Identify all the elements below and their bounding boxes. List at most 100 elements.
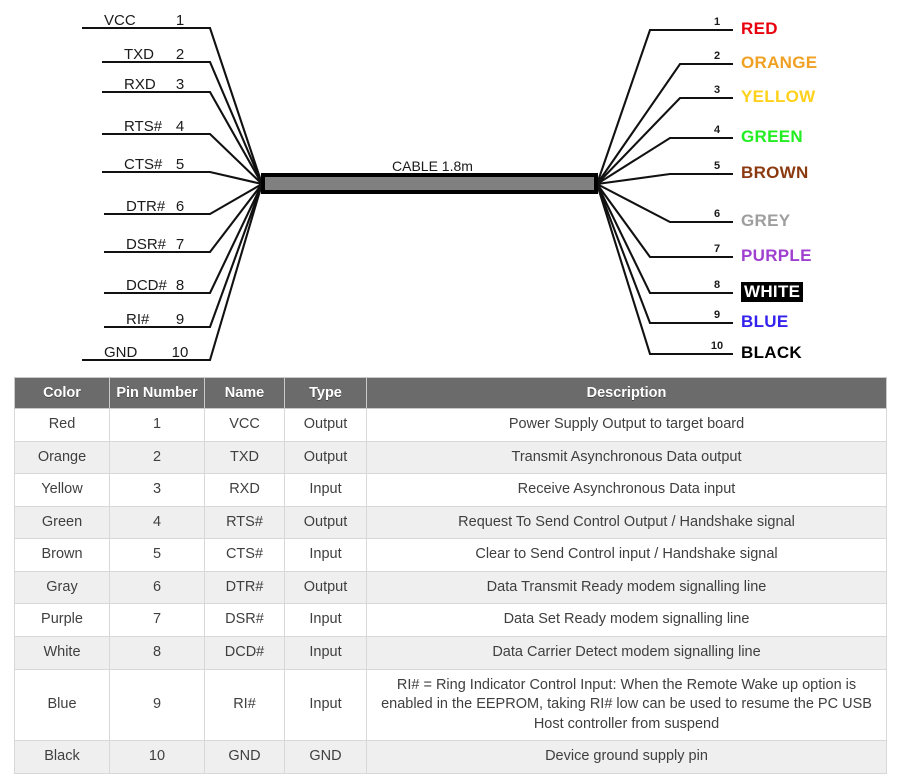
left-pin-number-1: 1 [175,12,185,29]
wire-color-label-brown: BROWN [741,163,809,182]
left-pin-name-txd: TXD [124,46,154,63]
right-wire [596,136,733,185]
cell-description: Clear to Send Control input / Handshake … [366,538,887,572]
wire-color-label-black: BLACK [741,343,802,362]
right-wire [596,183,733,224]
cell-name: VCC [204,408,285,442]
cell-name: DTR# [204,570,285,605]
left-wire [102,170,263,186]
left-wire [104,183,263,329]
right-pin-number-5: 5 [713,160,721,172]
wire-color-label-yellow: YELLOW [741,87,816,106]
left-pin-name-dsr: DSR# [126,236,167,253]
cell-color: Gray [14,570,110,605]
cell-pin-number: 9 [109,668,205,742]
cell-pin-number: 6 [109,570,205,605]
cell-pin-number: 10 [109,740,205,774]
cell-type: Output [284,570,367,605]
left-wire [102,90,263,185]
cell-color: Yellow [14,473,110,507]
right-wire [596,96,733,185]
cell-name: RTS# [204,505,285,540]
left-wire [102,132,263,185]
left-pin-name-dtr: DTR# [126,198,166,215]
cable-body [261,173,598,194]
cell-type: Output [284,440,367,475]
wire-color-label-grey: GREY [741,211,791,230]
left-pin-number-9: 9 [175,311,185,328]
left-pin-number-3: 3 [175,76,185,93]
cell-name: DSR# [204,603,285,637]
wire-color-label-purple: PURPLE [741,246,812,265]
left-wire [104,183,263,254]
diagram-wires [82,26,733,362]
left-pin-name-cts: CTS# [124,156,163,173]
left-wire [104,183,263,216]
cell-color: Black [14,740,110,774]
right-wire [596,183,733,295]
cell-type: Input [284,635,367,670]
cell-pin-number: 8 [109,635,205,670]
right-pin-number-1: 1 [713,16,721,28]
cell-color: Green [14,505,110,540]
cell-pin-number: 1 [109,408,205,442]
cell-type: Output [284,408,367,442]
left-wire [82,183,264,362]
right-wire [596,172,733,186]
cell-name: RXD [204,473,285,507]
right-pin-number-4: 4 [713,124,721,136]
left-pin-number-2: 2 [175,46,185,63]
right-wire [596,183,733,325]
table-header-name: Name [204,377,285,409]
cell-type: Output [284,505,367,540]
wire-color-label-white: WHITE [741,282,804,302]
left-pin-name-gnd: GND [104,344,138,361]
left-pin-number-5: 5 [175,156,185,173]
left-wire [102,60,263,185]
cell-name: TXD [204,440,285,475]
cell-description: Data Set Ready modem signalling line [366,603,887,637]
table-header-description: Description [366,377,887,409]
table-header-type: Type [284,377,367,409]
left-pin-name-rts: RTS# [124,118,163,135]
cell-pin-number: 7 [109,603,205,637]
left-pin-name-ri: RI# [126,311,150,328]
cell-description: Power Supply Output to target board [366,408,887,442]
cell-description: Data Carrier Detect modem signalling lin… [366,635,887,670]
cell-color: Red [14,408,110,442]
left-wire [82,26,263,185]
cell-pin-number: 2 [109,440,205,475]
cell-name: RI# [204,668,285,742]
cell-type: GND [284,740,367,774]
cell-description: Receive Asynchronous Data input [366,473,887,507]
left-pin-number-6: 6 [175,198,185,215]
left-pin-number-7: 7 [175,236,185,253]
cell-description: Data Transmit Ready modem signalling lin… [366,570,887,605]
left-wire [104,183,263,295]
cell-description: Transmit Asynchronous Data output [366,440,887,475]
right-pin-number-6: 6 [713,208,721,220]
cell-description: Device ground supply pin [366,740,887,774]
cell-type: Input [284,473,367,507]
right-wire [596,62,733,185]
left-pin-name-vcc: VCC [104,12,136,29]
cell-name: GND [204,740,285,774]
right-pin-number-10: 10 [710,340,724,352]
right-pin-number-2: 2 [713,50,721,62]
right-wire [596,183,733,259]
cell-description: Request To Send Control Output / Handsha… [366,505,887,540]
cell-type: Input [284,668,367,742]
wire-color-label-blue: BLUE [741,312,789,331]
cable-length-label: CABLE 1.8m [392,158,473,174]
wire-color-label-green: GREEN [741,127,803,146]
